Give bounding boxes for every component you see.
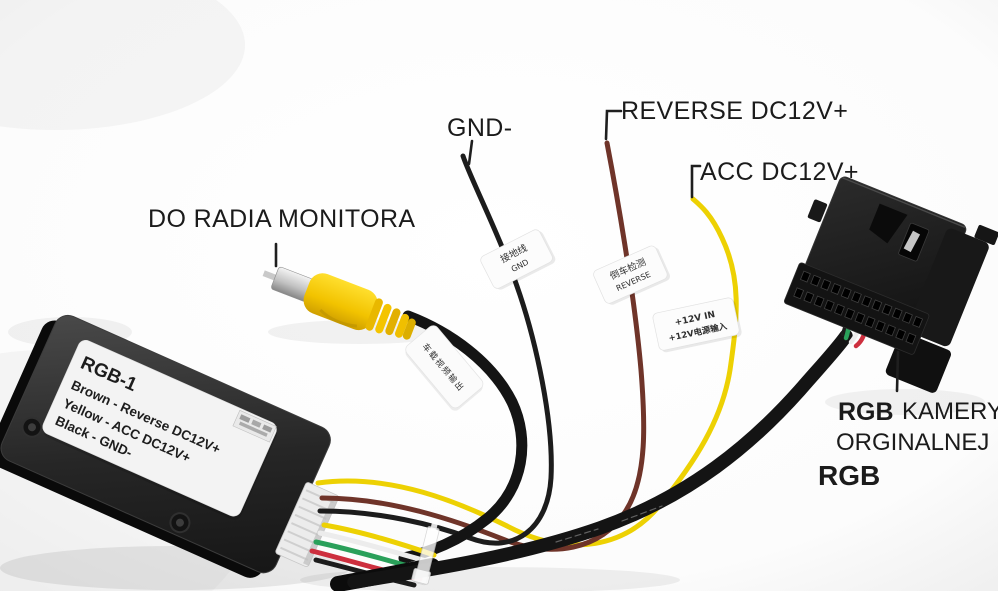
quadlock-notch	[869, 203, 908, 244]
rgb-standalone-label: RGB	[818, 460, 880, 491]
rca-plug	[262, 266, 416, 340]
reverse-label: REVERSE DC12V+	[621, 97, 848, 125]
rgb-camera-label-word1: RGB	[838, 398, 894, 426]
quadlock-connector	[784, 176, 998, 393]
acc-yellow-wire	[315, 196, 739, 548]
pin-hole	[895, 328, 907, 341]
rca-video-cable	[398, 310, 528, 564]
quadlock-pin-grid	[793, 270, 924, 345]
quadlock-tab	[807, 199, 828, 223]
pin-hole	[840, 287, 852, 300]
wire-tag-reverse: 倒车检测 REVERSE	[593, 245, 671, 305]
do-radia-label: DO RADIA MONITORA	[148, 205, 415, 233]
label-stamp	[232, 409, 277, 443]
gnd-label: GND-	[447, 114, 512, 142]
pin-hole	[820, 278, 832, 291]
quadlock-tab	[974, 224, 998, 245]
pin-hole	[885, 324, 896, 337]
pin-hole	[864, 316, 876, 329]
gnd-pointer-line	[467, 139, 474, 166]
connector-shadow	[825, 389, 985, 415]
pin-hole	[834, 303, 845, 316]
rca-body-shading	[319, 308, 358, 328]
reverse-pointer-bracket	[604, 109, 623, 141]
rca-boot-ribs	[365, 298, 416, 340]
pin-hole	[810, 274, 822, 287]
acc-pointer-bracket	[690, 164, 702, 199]
pin-hole	[874, 320, 886, 333]
rgb-camera-label-line2: ORGINALNEJ	[836, 429, 989, 456]
pin-hole	[871, 299, 883, 312]
pin-hole	[901, 311, 913, 324]
pin-hole	[813, 295, 825, 308]
pin-hole	[905, 332, 917, 345]
connector-rib	[283, 538, 312, 553]
pin-hole	[844, 307, 856, 320]
wire-tag-gnd: 接地线 GND	[480, 229, 556, 290]
sleeve-print	[555, 505, 663, 543]
pin-hole	[854, 312, 866, 325]
quadlock-edge-highlight	[842, 177, 966, 228]
connector-rib	[294, 513, 323, 528]
pin-hole	[830, 282, 842, 295]
pin-hole	[793, 287, 805, 300]
pin-hole	[912, 315, 924, 328]
pin-hole	[861, 295, 873, 308]
quadlock-clip	[903, 230, 921, 253]
background-shading	[0, 0, 245, 130]
connector-rib	[291, 522, 320, 537]
tag-card	[480, 229, 553, 289]
screw	[169, 512, 191, 534]
rgb-camera-label-word2: KAMERY	[902, 398, 998, 425]
converter-box: RGB-1 Brown - Reverse DC12V+ Yellow - AC…	[0, 314, 339, 578]
rgb-camera-pointer-line	[895, 350, 900, 393]
rca-yellow-body	[303, 273, 378, 331]
zip-tie	[411, 518, 440, 586]
pin-hole	[803, 291, 815, 304]
connector-rib	[298, 505, 327, 520]
wire-tag-power: +12V IN +12V电源输入	[652, 297, 742, 353]
sleeved-rgb-cable	[347, 329, 853, 589]
pin-hole	[891, 307, 903, 320]
tag-card	[405, 325, 484, 409]
pin-hole	[881, 303, 893, 316]
pin-hole	[799, 270, 811, 283]
acc-label: ACC DC12V+	[700, 158, 859, 186]
pin-hole	[850, 291, 862, 304]
screw	[21, 416, 43, 438]
connector-rib	[287, 530, 316, 545]
pin-hole	[823, 299, 835, 312]
box-label	[42, 339, 277, 517]
tag-card	[652, 297, 740, 351]
tag-card	[593, 245, 668, 304]
connector-rib	[280, 546, 309, 561]
